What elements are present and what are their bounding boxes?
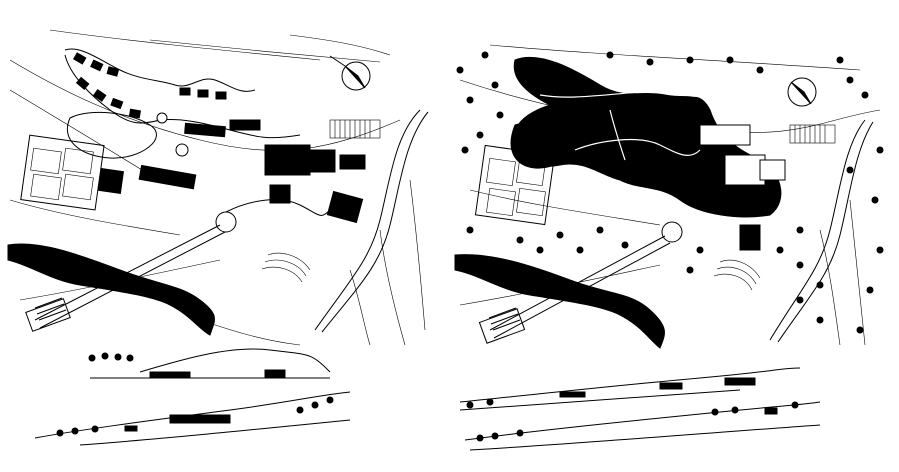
main-complex-right xyxy=(699,124,786,251)
access-road-right xyxy=(769,119,874,343)
sports-fields xyxy=(20,134,124,211)
north-arrow-icon xyxy=(329,55,371,91)
parking-row xyxy=(329,119,381,139)
amphitheater xyxy=(261,252,311,283)
forest-patch xyxy=(510,122,568,169)
contour-lines-right xyxy=(459,44,881,346)
amphitheater-right xyxy=(713,259,761,291)
pier-right xyxy=(478,307,526,344)
sports-fields-right xyxy=(474,144,556,226)
elevation-section-1 xyxy=(88,348,331,379)
site-plan-right xyxy=(454,44,884,451)
elevation-section-2-right xyxy=(464,401,821,451)
tree-belt-right xyxy=(454,254,665,349)
elevation-section-2 xyxy=(34,391,351,446)
site-plan-left xyxy=(7,29,429,446)
tree-belt xyxy=(7,243,215,336)
north-arrow-icon xyxy=(787,77,817,107)
access-road xyxy=(314,109,429,333)
forest-paths xyxy=(539,90,706,161)
roundabout xyxy=(215,211,237,233)
pond xyxy=(67,111,157,159)
tree-symbol-icon xyxy=(456,51,884,334)
main-complex xyxy=(138,119,366,224)
upper-lodge-path xyxy=(64,48,301,157)
parking-row-right xyxy=(789,124,836,144)
elevation-section-1-right xyxy=(459,367,801,411)
contour-lines xyxy=(9,29,426,346)
roundabout-right xyxy=(661,221,683,243)
pier xyxy=(25,297,71,332)
